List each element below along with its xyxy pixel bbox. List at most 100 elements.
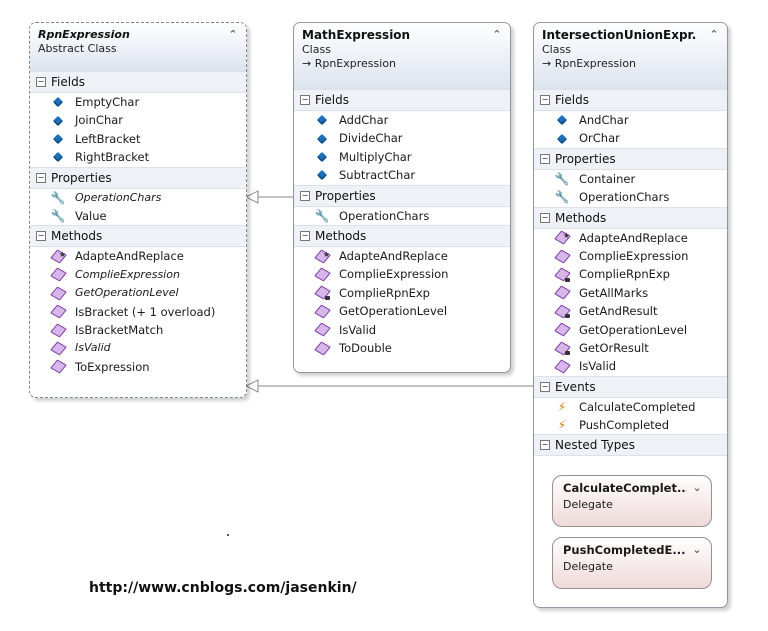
method-item[interactable]: ComplieRpnExp <box>534 265 727 283</box>
event-item[interactable]: ⚡CalculateCompleted <box>534 398 727 416</box>
member-name: GetAllMarks <box>579 285 649 300</box>
double-chevron-up-icon[interactable]: ⌃ <box>492 28 502 41</box>
section-label: Nested Types <box>555 438 635 453</box>
member-name: AdapteAndReplace <box>579 230 688 245</box>
member-name: OrChar <box>579 131 620 146</box>
fields-section[interactable]: −Fields <box>294 89 510 111</box>
private-lock-icon <box>325 295 330 300</box>
collapse-section-icon[interactable]: − <box>540 440 550 451</box>
fields-section[interactable]: −Fields <box>30 71 246 93</box>
event-item[interactable]: ⚡PushCompleted <box>534 416 727 434</box>
field-item[interactable]: SubtractChar <box>294 166 510 184</box>
double-chevron-up-icon[interactable]: ⌃ <box>709 28 719 41</box>
method-item[interactable]: IsValid <box>534 357 727 375</box>
member-name: OperationChars <box>75 190 162 204</box>
field-icon <box>314 150 330 164</box>
field-icon <box>554 113 570 127</box>
intersection-union-class-box[interactable]: IntersectionUnionExpr... Class → RpnExpr… <box>533 22 728 608</box>
field-item[interactable]: JoinChar <box>30 111 246 129</box>
property-item[interactable]: 🔧OperationChars <box>294 207 510 225</box>
collapse-section-icon[interactable]: − <box>300 95 310 105</box>
properties-section[interactable]: −Properties <box>534 147 727 170</box>
fields-section[interactable]: −Fields <box>534 89 727 111</box>
method-item[interactable]: IsValid <box>30 339 246 357</box>
method-item[interactable]: ComplieExpression <box>294 265 510 283</box>
method-cube-icon <box>553 285 571 300</box>
member-name: CalculateCompleted <box>579 399 696 414</box>
member-name: ToDouble <box>339 340 392 355</box>
field-item[interactable]: OrChar <box>534 129 727 147</box>
method-item[interactable]: GetAllMarks <box>534 284 727 302</box>
nested-types-section[interactable]: −Nested Types <box>534 434 727 457</box>
collapse-section-icon[interactable]: − <box>300 230 310 241</box>
events-section[interactable]: −Events <box>534 375 727 398</box>
field-item[interactable]: RightBracket <box>30 148 246 166</box>
method-item[interactable]: IsValid <box>294 321 510 339</box>
method-item[interactable]: GetOperationLevel <box>294 302 510 320</box>
method-cube-icon <box>553 304 571 319</box>
method-item[interactable]: GetOperationLevel <box>30 284 246 302</box>
methods-section[interactable]: −Methods <box>294 224 510 247</box>
method-item[interactable]: ComplieExpression <box>534 247 727 265</box>
method-item[interactable]: GetAndResult <box>534 302 727 320</box>
nested-delegate-push-completed[interactable]: PushCompletedE... Delegate ⌄ <box>552 537 712 589</box>
collapse-section-icon[interactable]: − <box>36 172 46 183</box>
method-cube-icon <box>313 267 331 282</box>
method-cube-icon <box>313 304 331 319</box>
field-icon <box>314 113 330 127</box>
field-icon <box>314 132 330 146</box>
collapse-section-icon[interactable]: − <box>300 190 310 201</box>
field-item[interactable]: LeftBracket <box>30 130 246 148</box>
property-item[interactable]: 🔧OperationChars <box>534 188 727 206</box>
collapse-section-icon[interactable]: − <box>540 381 550 392</box>
member-name: LeftBracket <box>75 131 141 146</box>
method-item[interactable]: ★AdapteAndReplace <box>30 247 246 265</box>
math-expression-class-box[interactable]: MathExpression Class → RpnExpression ⌃ −… <box>293 22 511 373</box>
property-item[interactable]: 🔧OperationChars <box>30 189 246 207</box>
methods-section[interactable]: −Methods <box>30 225 246 248</box>
collapse-section-icon[interactable]: − <box>540 95 550 105</box>
member-name: AddChar <box>339 113 389 127</box>
method-item[interactable]: IsBracket (+ 1 overload) <box>30 303 246 321</box>
methods-section[interactable]: −Methods <box>534 206 727 229</box>
class-kind: Class <box>302 43 331 56</box>
method-cube-icon <box>49 359 67 374</box>
base-class-link[interactable]: → RpnExpression <box>542 57 637 70</box>
field-icon <box>50 150 66 164</box>
base-class-link[interactable]: → RpnExpression <box>302 57 397 70</box>
properties-section[interactable]: −Properties <box>30 166 246 189</box>
method-item[interactable]: ComplieRpnExp <box>294 284 510 302</box>
section-label: Properties <box>51 170 112 185</box>
field-item[interactable]: DivideChar <box>294 129 510 147</box>
field-item[interactable]: AddChar <box>294 111 510 129</box>
method-item[interactable]: ToDouble <box>294 339 510 357</box>
method-item[interactable]: ★AdapteAndReplace <box>534 229 727 247</box>
method-cube-icon <box>313 322 331 337</box>
method-item[interactable]: GetOperationLevel <box>534 321 727 339</box>
field-item[interactable]: AndChar <box>534 111 727 129</box>
properties-section[interactable]: −Properties <box>294 184 510 207</box>
rpn-expression-class-box[interactable]: RpnExpression Abstract Class ⌃ −Fields E… <box>29 22 247 398</box>
member-name: RightBracket <box>75 150 150 165</box>
method-item[interactable]: GetOrResult <box>534 339 727 357</box>
nested-delegate-calculate-completed[interactable]: CalculateComplet... Delegate ⌄ <box>552 475 712 527</box>
property-item[interactable]: 🔧Value <box>30 207 246 225</box>
field-item[interactable]: EmptyChar <box>30 93 246 111</box>
method-item[interactable]: ComplieExpression <box>30 266 246 284</box>
property-item[interactable]: 🔧Container <box>534 170 727 188</box>
collapse-section-icon[interactable]: − <box>36 231 46 242</box>
method-item[interactable]: ★AdapteAndReplace <box>294 247 510 265</box>
method-cube-icon <box>313 341 331 356</box>
collapse-section-icon[interactable]: − <box>36 77 46 87</box>
collapse-section-icon[interactable]: − <box>540 153 550 164</box>
field-item[interactable]: MultiplyChar <box>294 148 510 166</box>
collapse-section-icon[interactable]: − <box>540 212 550 223</box>
method-item[interactable]: IsBracketMatch <box>30 321 246 339</box>
override-star-icon: ★ <box>58 250 66 260</box>
double-chevron-up-icon[interactable]: ⌃ <box>228 28 238 41</box>
section-label: Fields <box>555 93 589 107</box>
member-name: MultiplyChar <box>339 149 412 164</box>
double-chevron-down-icon[interactable]: ⌄ <box>692 481 702 494</box>
double-chevron-down-icon[interactable]: ⌄ <box>692 543 702 556</box>
method-item[interactable]: ToExpression <box>30 358 246 376</box>
